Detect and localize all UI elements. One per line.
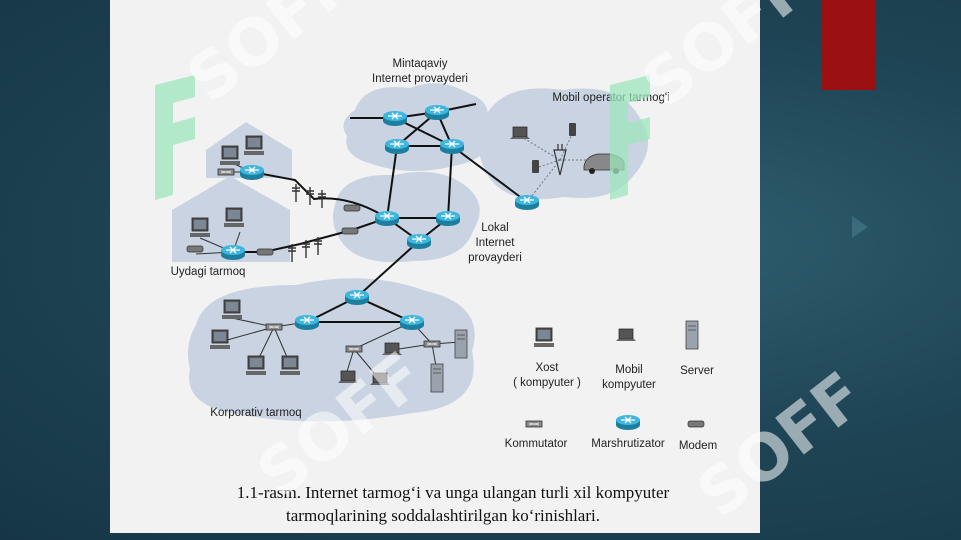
home-network-label: Uydagi tarmoq — [171, 266, 246, 278]
laptop-icon — [509, 126, 531, 140]
slide-arrow-icon — [852, 216, 868, 238]
modem-icon — [343, 204, 361, 212]
utility-pole-icon — [291, 183, 301, 203]
switch-icon — [423, 340, 441, 348]
corporate-network-cloud — [188, 278, 475, 422]
legend-server-icon — [685, 320, 699, 350]
modem-icon — [186, 245, 204, 253]
watermark-text: SOFF — [174, 0, 368, 118]
switch-icon — [265, 323, 283, 331]
network-links — [233, 103, 528, 323]
local-isp-label-line1: Lokal — [481, 222, 509, 234]
legend-switch-icon — [525, 420, 543, 428]
modem-icon — [256, 248, 274, 256]
local-isp-label-line2: Internet — [476, 237, 516, 249]
local-isp-label-line3: provayderi — [468, 252, 522, 264]
legend-router-icon — [615, 414, 641, 431]
watermark-text: SOFF — [629, 0, 823, 123]
legend-modem-icon — [687, 420, 705, 428]
legend-router-label: Marshrutizator — [591, 438, 665, 450]
red-accent-bar — [822, 0, 876, 90]
computer-icon — [243, 135, 265, 156]
phone-icon — [532, 160, 539, 173]
legend-host-icon — [533, 327, 555, 348]
router-icon — [439, 138, 465, 155]
utility-pole-icon — [305, 186, 315, 206]
legend-server-label: Server — [680, 365, 714, 377]
server-icon — [454, 329, 468, 359]
router-icon — [294, 314, 320, 331]
router-icon — [382, 110, 408, 127]
computer-icon — [245, 355, 267, 376]
switch-icon — [345, 345, 363, 353]
watermark-logo — [155, 75, 650, 200]
modem-icon — [341, 227, 359, 235]
legend-mobile-icon — [615, 328, 637, 342]
legend-host-label-line1: Xost — [535, 362, 559, 374]
legend-mobile-label-line1: Mobil — [615, 364, 642, 376]
router-icon — [239, 164, 265, 181]
regional-isp-label-line1: Mintaqaviy — [393, 58, 448, 70]
computer-icon — [221, 299, 243, 320]
caption-line2: tarmoqlarining soddalashtirilgan ko‘rini… — [286, 506, 600, 525]
router-icon — [435, 210, 461, 227]
router-icon — [384, 138, 410, 155]
caption-line1: 1.1-rasm. Internet tarmog‘i va unga ulan… — [237, 483, 670, 502]
legend-modem-label: Modem — [679, 440, 717, 452]
router-icon — [220, 244, 246, 261]
computer-icon — [279, 355, 301, 376]
corporate-network-label: Korporativ tarmoq — [210, 407, 301, 419]
legend-mobile-label-line2: kompyuter — [602, 379, 656, 391]
server-icon — [430, 363, 444, 393]
regional-isp-label-line2: Internet provayderi — [372, 73, 468, 85]
router-icon — [344, 289, 370, 306]
computer-icon — [189, 217, 211, 238]
router-icon — [374, 210, 400, 227]
wireless-links — [519, 129, 605, 203]
router-icon — [406, 233, 432, 250]
legend-host-label-line2: ( kompyuter ) — [513, 377, 581, 389]
computer-icon — [223, 207, 245, 228]
router-icon — [399, 314, 425, 331]
router-icon — [424, 104, 450, 121]
mobile-network-cloud — [478, 88, 649, 200]
computer-icon — [219, 145, 241, 166]
router-icon — [514, 194, 540, 211]
switch-icon — [217, 168, 235, 176]
legend-switch-label: Kommutator — [505, 438, 568, 450]
computer-icon — [209, 329, 231, 350]
phone-icon — [569, 123, 576, 136]
cell-tower-icon — [553, 144, 567, 176]
